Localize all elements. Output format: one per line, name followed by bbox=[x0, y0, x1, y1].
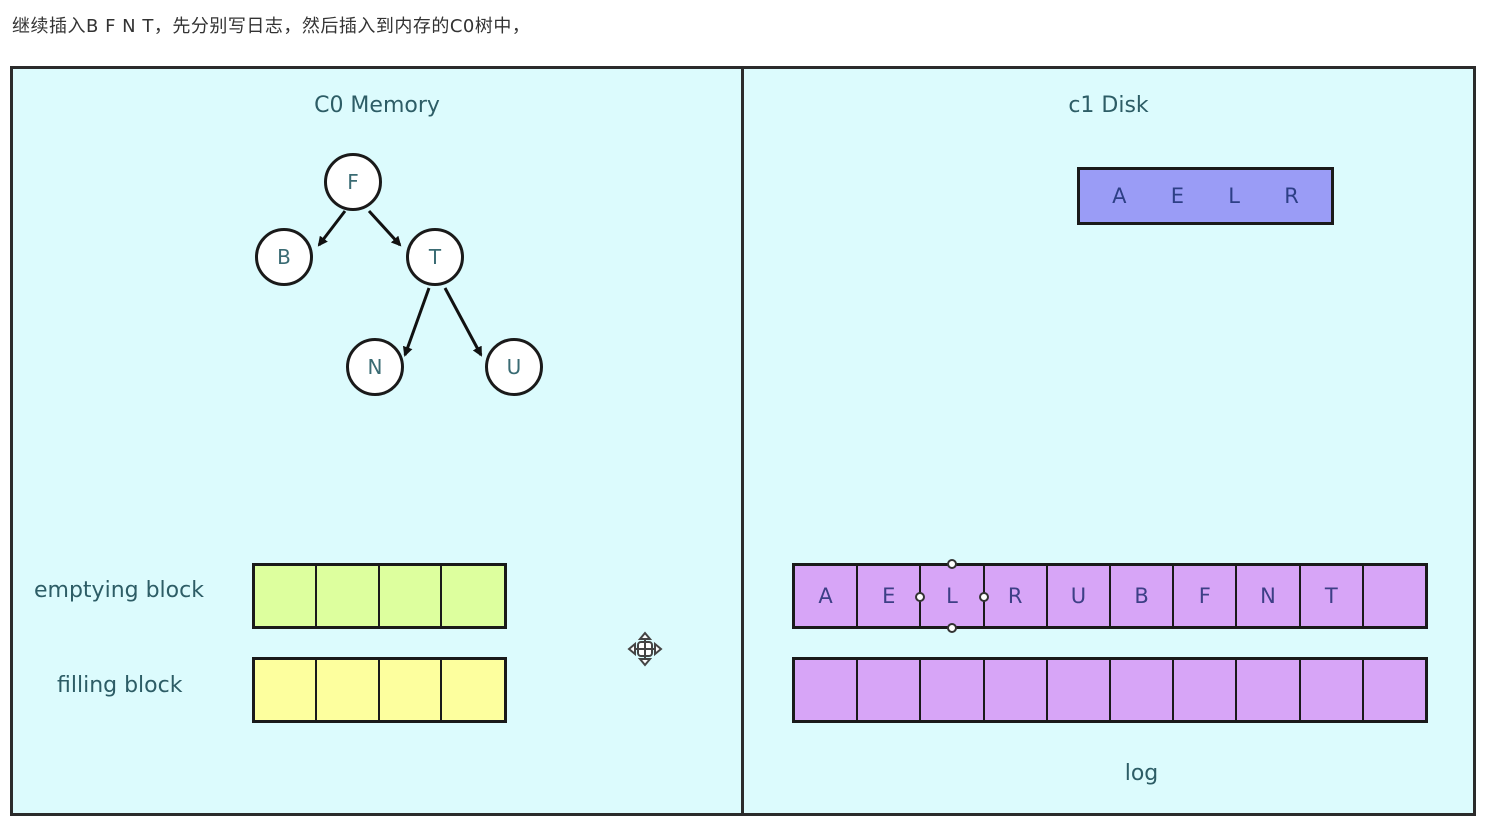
caption-text: 继续插入B F N T，先分别写日志，然后插入到内存的C0树中， bbox=[12, 16, 531, 37]
edge-f-b bbox=[317, 210, 347, 247]
filling-block-label: filling block bbox=[57, 673, 183, 698]
resize-handle-bottom[interactable] bbox=[947, 623, 958, 633]
log-row-filled: A E L R U B F N T bbox=[792, 559, 1428, 633]
tree-node-b: B bbox=[255, 228, 313, 286]
log-cell bbox=[1048, 660, 1112, 720]
edge-t-n bbox=[402, 287, 431, 357]
log-cell-selected[interactable]: L bbox=[915, 559, 989, 633]
log-cell: T bbox=[1301, 566, 1364, 626]
log-label: log bbox=[1124, 761, 1159, 786]
tree-node-n: N bbox=[346, 338, 404, 396]
disk-block-item: L bbox=[1228, 184, 1240, 208]
emptying-block-cell bbox=[255, 566, 318, 626]
disk-block-item: A bbox=[1112, 184, 1127, 208]
c0-memory-title: C0 Memory bbox=[314, 93, 440, 118]
log-cell: B bbox=[1111, 566, 1175, 626]
disk-block-item: E bbox=[1170, 184, 1185, 208]
resize-handle-left[interactable] bbox=[915, 592, 926, 602]
tree-node-u: U bbox=[485, 338, 543, 396]
log-cell: A bbox=[795, 566, 859, 626]
log-cell: F bbox=[1174, 566, 1238, 626]
log-cell bbox=[1364, 660, 1425, 720]
log-cell bbox=[795, 660, 859, 720]
tree-node-f: F bbox=[324, 153, 382, 211]
c0-memory-panel: C0 Memory F B T N U emptying block filli… bbox=[10, 66, 744, 816]
emptying-block-cell bbox=[380, 566, 442, 626]
edge-f-t bbox=[367, 209, 402, 247]
disk-block: A E L R bbox=[1077, 167, 1334, 225]
log-cell bbox=[1301, 660, 1364, 720]
log-cell bbox=[1111, 660, 1175, 720]
disk-block-item: R bbox=[1284, 184, 1299, 208]
log-cell bbox=[858, 660, 922, 720]
log-cell bbox=[1174, 660, 1238, 720]
tree-edges bbox=[317, 209, 483, 357]
emptying-block-cell bbox=[317, 566, 380, 626]
log-cell bbox=[1364, 566, 1425, 626]
c1-disk-title: c1 Disk bbox=[1068, 93, 1149, 118]
edge-t-u bbox=[443, 287, 483, 357]
resize-handle-right[interactable] bbox=[978, 592, 989, 602]
log-cell-text: L bbox=[946, 584, 958, 608]
log-row-empty bbox=[792, 657, 1428, 723]
log-cell bbox=[985, 660, 1048, 720]
resize-handle-top[interactable] bbox=[947, 559, 958, 569]
log-cell: E bbox=[858, 566, 922, 626]
log-cell bbox=[1237, 660, 1301, 720]
log-cell: U bbox=[1048, 566, 1112, 626]
filling-block bbox=[252, 657, 507, 723]
filling-block-cell bbox=[442, 660, 504, 720]
emptying-block bbox=[252, 563, 507, 629]
log-cell bbox=[921, 660, 985, 720]
filling-block-cell bbox=[255, 660, 318, 720]
tree-node-t: T bbox=[406, 228, 464, 286]
filling-block-cell bbox=[317, 660, 380, 720]
move-icon[interactable] bbox=[625, 629, 665, 669]
emptying-block-label: emptying block bbox=[34, 578, 204, 603]
filling-block-cell bbox=[380, 660, 442, 720]
log-cell: R bbox=[985, 566, 1048, 626]
emptying-block-cell bbox=[442, 566, 504, 626]
log-cell: N bbox=[1237, 566, 1301, 626]
c1-disk-panel: c1 Disk A E L R A E L R U B F N T bbox=[741, 66, 1476, 816]
